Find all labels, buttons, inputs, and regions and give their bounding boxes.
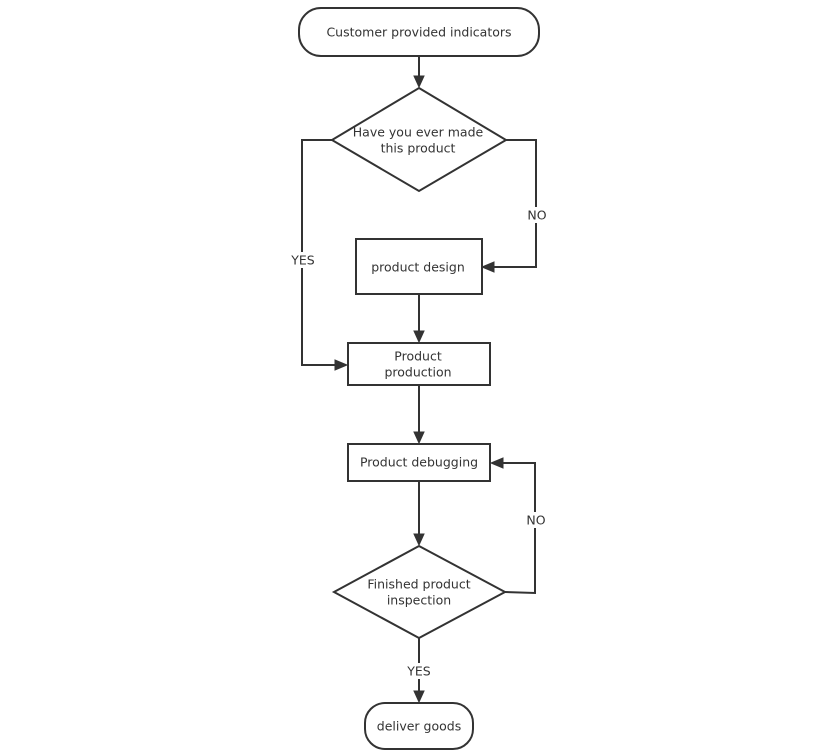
edge-decision-no (493, 139, 537, 268)
terminator-deliver-shape (364, 702, 474, 750)
process-design-shape (355, 238, 483, 295)
terminator-start-shape (298, 7, 540, 57)
node-production-label-line1: Product (394, 349, 442, 364)
node-inspection-label-line1: Finished product (367, 577, 470, 592)
edge-label-inspection-yes: YES (406, 664, 431, 679)
node-design-label: product design (371, 260, 465, 275)
node-debugging: Product debugging (347, 443, 491, 482)
node-deliver-label: deliver goods (377, 719, 461, 734)
edge-label-inspection-no: NO (526, 513, 545, 528)
arrowhead-start-to-decision (413, 75, 425, 89)
node-decision-made-label-line2: this product (381, 141, 456, 156)
process-production-shape (347, 342, 491, 386)
node-start-label: Customer provided indicators (326, 25, 511, 40)
arrowhead-debugging-to-inspection (413, 533, 425, 547)
decision-made-shape (330, 86, 508, 193)
node-deliver: deliver goods (364, 702, 474, 750)
arrowhead-design-to-production (413, 330, 425, 344)
decision-inspection-shape (331, 544, 508, 640)
node-production: Product production (347, 342, 491, 386)
arrowhead-decision-yes (334, 359, 349, 371)
edge-label-made-no: NO (527, 208, 546, 223)
arrowhead-decision-no (480, 261, 495, 273)
node-debugging-label: Product debugging (360, 455, 478, 470)
arrowhead-production-to-debugging (413, 431, 425, 445)
edge-labels: YES NO NO YES (288, 207, 550, 679)
node-design: product design (355, 238, 483, 295)
flowchart-edges (301, 56, 537, 704)
node-inspection: Finished product inspection (331, 544, 508, 640)
process-debugging-shape (347, 443, 491, 482)
node-decision-made-label-line1: Have you ever made (353, 125, 484, 140)
node-production-label-line2: production (384, 365, 451, 380)
edge-label-made-yes: YES (290, 253, 315, 268)
arrowhead-inspection-no (489, 457, 504, 469)
node-decision-made: Have you ever made this product (330, 86, 508, 193)
node-start: Customer provided indicators (298, 7, 540, 57)
node-inspection-label-line2: inspection (387, 593, 451, 608)
arrowhead-inspection-yes (413, 690, 425, 704)
